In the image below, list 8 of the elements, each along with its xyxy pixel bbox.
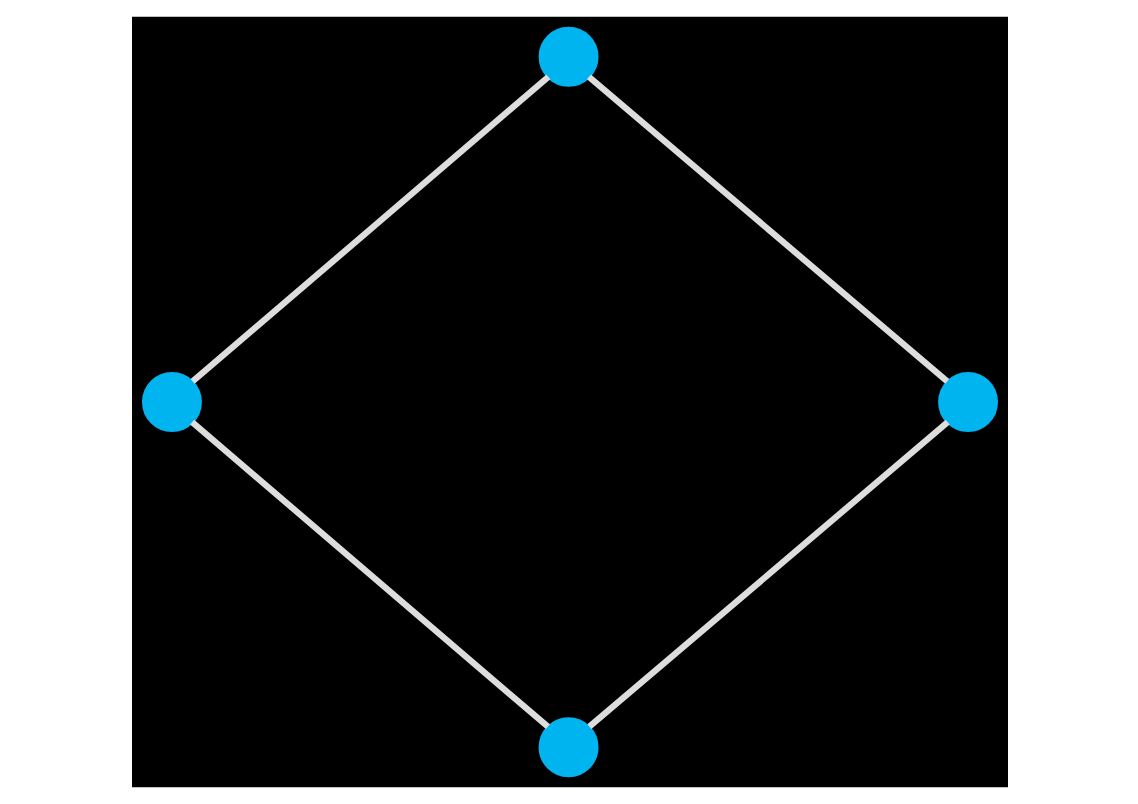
connector bbox=[189, 419, 549, 730]
connector bbox=[189, 74, 550, 384]
node-circle bbox=[537, 26, 598, 87]
node-circle bbox=[537, 717, 598, 778]
node-circle bbox=[937, 372, 997, 432]
connector bbox=[586, 419, 949, 730]
connector bbox=[585, 74, 949, 384]
node-circle bbox=[141, 372, 201, 432]
